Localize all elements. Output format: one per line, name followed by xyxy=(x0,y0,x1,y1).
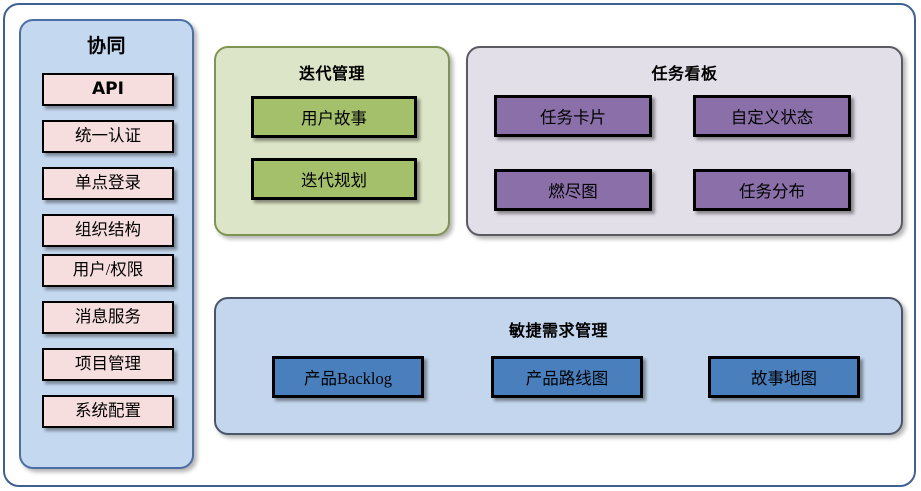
sidebar-item-message-service[interactable]: 消息服务 xyxy=(42,301,174,334)
agile-box-product-roadmap[interactable]: 产品路线图 xyxy=(491,356,643,398)
panel-agile-requirement-management-title: 敏捷需求管理 xyxy=(508,321,608,340)
sidebar-item-unified-auth[interactable]: 统一认证 xyxy=(42,120,174,153)
taskboard-box-burndown-chart[interactable]: 燃尽图 xyxy=(494,169,652,211)
sidebar-item-sso[interactable]: 单点登录 xyxy=(42,167,174,200)
panel-collaboration-title: 协同 xyxy=(86,35,126,57)
agile-box-product-backlog[interactable]: 产品Backlog xyxy=(272,356,424,398)
iteration-box-user-story[interactable]: 用户故事 xyxy=(251,96,417,138)
panel-agile-requirement-management[interactable]: 敏捷需求管理 产品Backlog 产品路线图 故事地图 xyxy=(214,297,903,435)
taskboard-box-custom-status[interactable]: 自定义状态 xyxy=(693,95,851,137)
agile-box-story-map[interactable]: 故事地图 xyxy=(708,356,860,398)
sidebar-item-api[interactable]: API xyxy=(42,73,174,106)
panel-iteration-management-title: 迭代管理 xyxy=(298,64,365,83)
panel-iteration-management[interactable]: 迭代管理 用户故事 迭代规划 xyxy=(214,46,450,236)
taskboard-box-task-card[interactable]: 任务卡片 xyxy=(494,95,652,137)
panel-task-board-title: 任务看板 xyxy=(651,64,718,83)
panel-task-board[interactable]: 任务看板 任务卡片 自定义状态 燃尽图 任务分布 xyxy=(466,46,903,236)
sidebar-item-project-management[interactable]: 项目管理 xyxy=(42,348,174,381)
sidebar-item-user-permission[interactable]: 用户/权限 xyxy=(42,254,174,287)
panel-collaboration[interactable]: 协同 API 统一认证 单点登录 组织结构 用户/权限 消息服务 项目管理 系统… xyxy=(19,19,194,469)
sidebar-item-system-config[interactable]: 系统配置 xyxy=(42,395,174,428)
taskboard-box-task-distribution[interactable]: 任务分布 xyxy=(693,169,851,211)
iteration-box-iteration-planning[interactable]: 迭代规划 xyxy=(251,158,417,200)
sidebar-item-org-structure[interactable]: 组织结构 xyxy=(42,214,174,247)
